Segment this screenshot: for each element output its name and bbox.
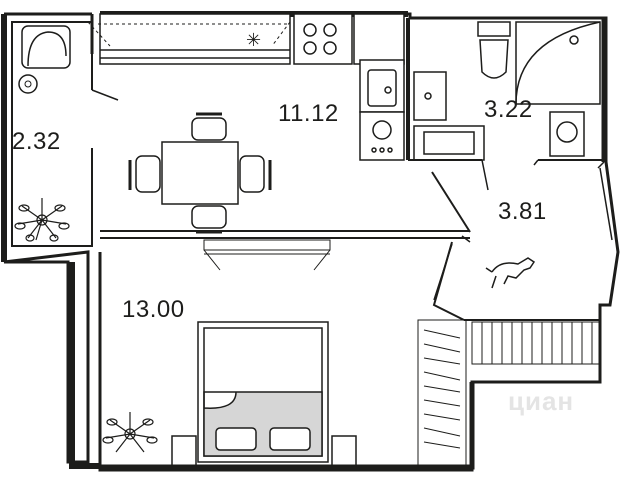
chair-icon — [191, 117, 227, 141]
sink-drain-icon — [384, 86, 392, 94]
washing-machine-button-icon — [379, 147, 385, 153]
radiator-icon — [471, 321, 601, 365]
wardrobe-icon — [417, 319, 467, 467]
hood-icon — [100, 49, 290, 59]
chair-icon — [135, 155, 161, 193]
asterisk-icon: ✳ — [246, 30, 261, 51]
bedroom — [102, 239, 357, 467]
chair-icon — [239, 155, 265, 193]
stove-icon — [293, 13, 353, 65]
nightstand-icon — [171, 435, 197, 467]
watermark-logo: циан — [508, 386, 575, 416]
bedroom-area-label: 13.00 — [122, 296, 185, 323]
chair-icon — [191, 205, 227, 229]
stove-burner-icon — [303, 41, 317, 55]
bathroom — [413, 21, 601, 161]
stove-burner-icon — [323, 23, 337, 37]
chair-back-icon — [128, 112, 272, 234]
plant-icon — [14, 198, 70, 242]
pillow-icon — [269, 427, 311, 451]
outer-wall — [3, 12, 620, 472]
plant-icon — [102, 412, 158, 453]
cabinet-icon — [413, 125, 485, 161]
balcony-door — [91, 89, 119, 101]
balcony-inner-wall — [11, 21, 93, 247]
balcony-area-label: 2.32 — [12, 128, 61, 155]
bottom-wall — [100, 382, 475, 470]
balcony — [14, 25, 71, 242]
stove-burner-icon — [303, 23, 317, 37]
dog-icon — [485, 257, 536, 289]
shower-curve-icon — [515, 21, 601, 105]
nightstand-icon — [331, 435, 357, 467]
hood-dashes-icon — [87, 21, 291, 47]
doors — [91, 89, 613, 301]
bathroom-door — [481, 159, 539, 191]
bedroom-left-wall — [69, 262, 100, 469]
toilet-icon — [479, 39, 509, 79]
small-table-inner-icon — [24, 80, 32, 88]
washbasin-icon — [413, 71, 447, 121]
washing-machine-button-icon — [387, 147, 393, 153]
bathroom-area-label: 3.22 — [484, 96, 533, 123]
pillow-icon — [215, 427, 257, 451]
sink-basin-icon — [367, 69, 397, 107]
cabinet-icon — [99, 13, 291, 65]
small-table-icon — [18, 74, 38, 94]
washing-machine-icon — [549, 111, 585, 157]
stove-burner-icon — [323, 41, 337, 55]
microwave-icon — [423, 131, 475, 155]
hallway — [417, 257, 601, 467]
washing-machine-drum-icon — [372, 120, 392, 140]
toilet-tank-icon — [477, 21, 511, 37]
cabinet-icon — [353, 13, 405, 65]
chair-icon — [21, 25, 71, 69]
washbasin-drain-icon — [424, 92, 432, 100]
hallway-area-label: 3.81 — [498, 198, 547, 225]
kitchen-area-label: 11.12 — [278, 100, 339, 127]
shower-head-icon — [569, 35, 579, 45]
chair-back-icon — [27, 31, 67, 67]
washing-machine-drum-icon — [556, 121, 578, 143]
hallway-entry-door — [597, 161, 613, 241]
kitchen-bedroom-wall — [100, 230, 470, 239]
washing-machine-icon — [359, 111, 405, 161]
tv-icon — [203, 239, 331, 271]
kitchen: ✳ — [87, 13, 405, 234]
sink-icon — [359, 59, 405, 113]
washing-machine-button-icon — [371, 147, 377, 153]
bedroom-door — [433, 235, 471, 301]
shower-icon — [515, 21, 601, 105]
dining-table-icon — [161, 141, 239, 205]
